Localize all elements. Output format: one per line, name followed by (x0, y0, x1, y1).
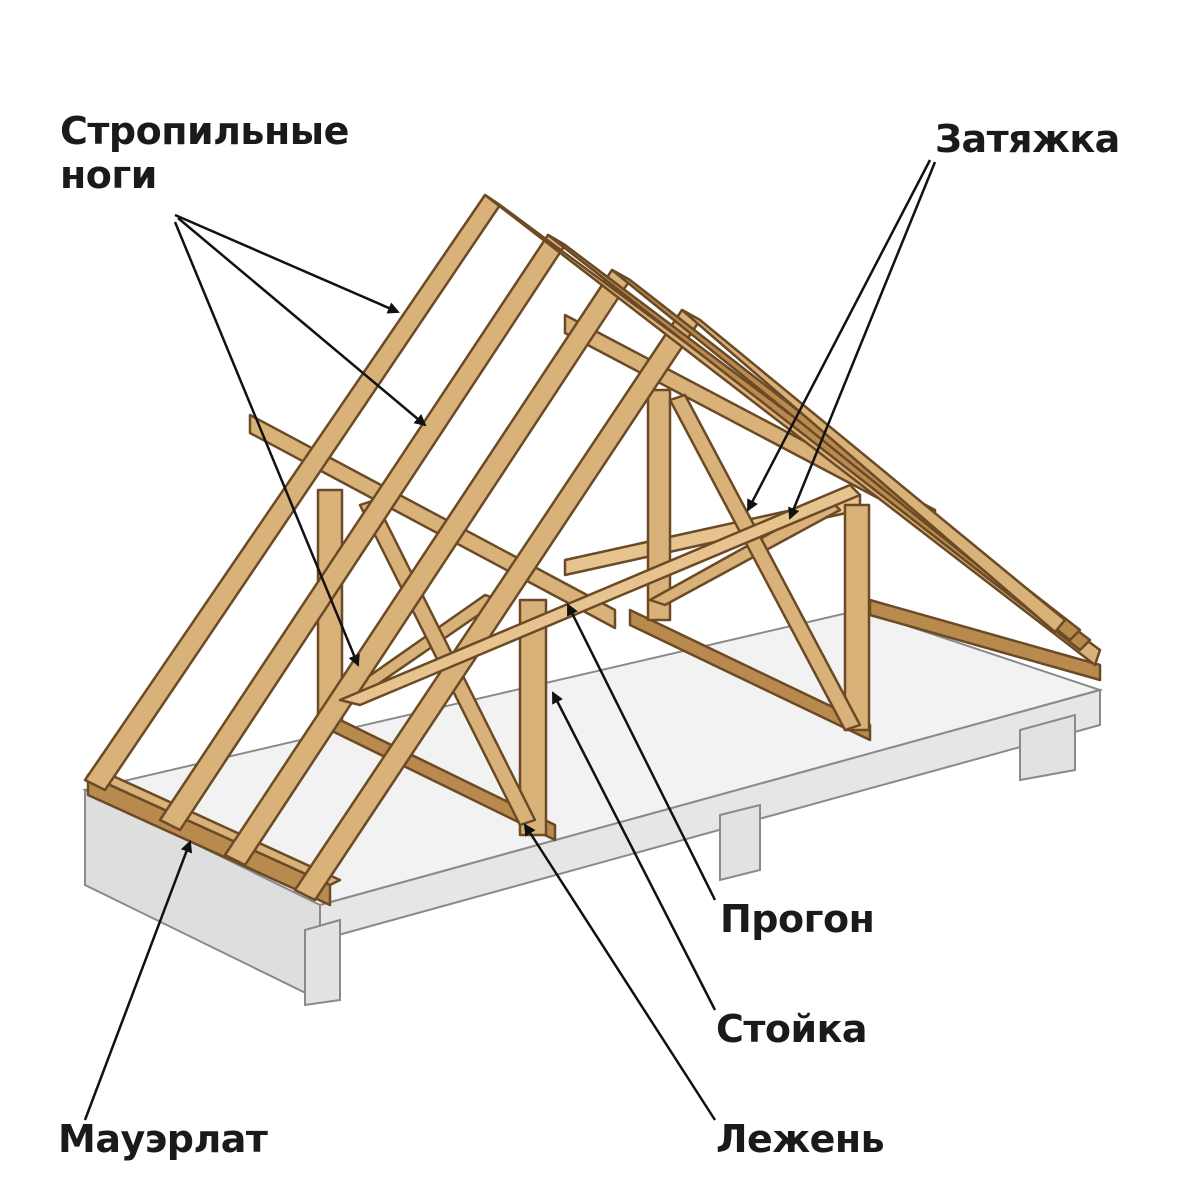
label-mauerlat: Мауэрлат (58, 1117, 268, 1161)
label-post: Стойка (716, 1007, 868, 1051)
label-rafters: Стропильные ноги (60, 109, 349, 197)
label-arrows (83, 159, 937, 1121)
floor-slab (82, 608, 1104, 1007)
label-tie: Затяжка (935, 117, 1120, 161)
label-sill: Лежень (716, 1117, 885, 1161)
rafters (83, 193, 1102, 902)
label-purlin: Прогон (720, 897, 875, 941)
tie-beam (338, 483, 862, 707)
